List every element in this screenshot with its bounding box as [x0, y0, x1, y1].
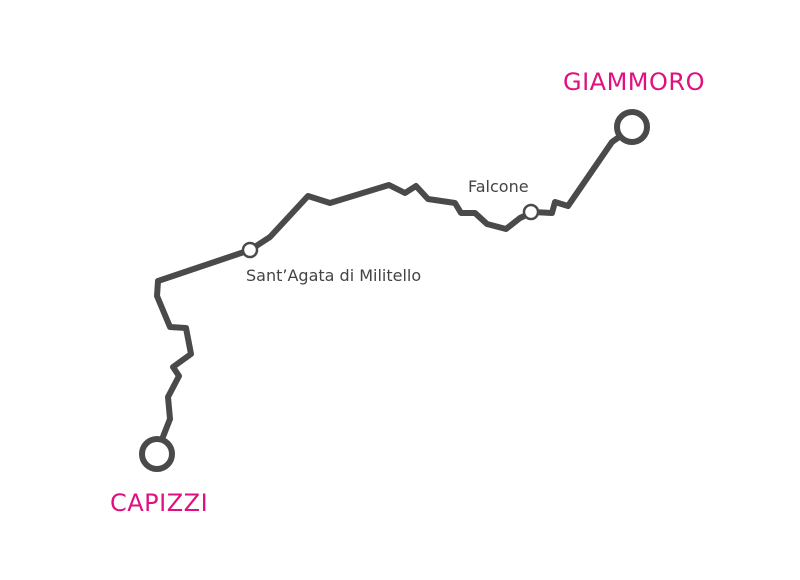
capizzi-label: CAPIZZI	[110, 489, 209, 517]
capizzi-terminus-marker	[139, 436, 175, 472]
falcone-station-marker	[522, 203, 540, 221]
route-line	[154, 125, 635, 455]
sant-agata-label: Sant’Agata di Militello	[246, 266, 422, 285]
falcone-label: Falcone	[468, 177, 529, 196]
giammoro-label: GIAMMORO	[563, 68, 705, 96]
giammoro-terminus-marker	[614, 109, 650, 145]
sant-agata-station-marker	[241, 241, 259, 259]
